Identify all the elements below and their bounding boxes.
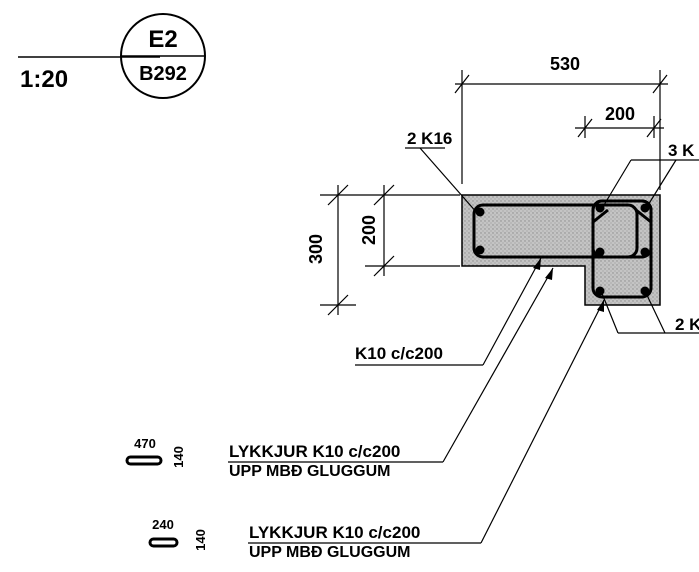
callout-top-left xyxy=(405,147,479,215)
concrete-section xyxy=(461,194,661,306)
dimension-total-height xyxy=(320,184,460,316)
callout-top-left-label: 2 K16 xyxy=(407,129,452,148)
title-block: 1:20 E2 B292 xyxy=(18,13,206,99)
sheet-id: B292 xyxy=(139,63,187,85)
dimension-total-width-label: 530 xyxy=(550,54,580,74)
rebar-dot xyxy=(595,203,605,213)
bar-shape xyxy=(125,455,163,466)
stirrups xyxy=(472,199,653,299)
callout-stirrup xyxy=(355,257,542,366)
stirrup-left xyxy=(472,203,639,259)
rebar-dot xyxy=(595,247,605,257)
dimension-top-height xyxy=(365,184,460,277)
rebar-dot xyxy=(595,286,605,296)
dimension-total-width xyxy=(454,70,668,190)
arrowhead xyxy=(533,258,541,270)
bar-shape xyxy=(148,537,179,548)
bending-item-2: 240 140 LYKKJUR K10 c/c200 UPP MBÐ GLUGG… xyxy=(148,517,420,561)
dimension-right-width-label: 200 xyxy=(605,104,635,124)
schedule-leaders xyxy=(228,267,605,544)
callout-bottom-right xyxy=(600,290,699,334)
dimension-right-width xyxy=(575,116,664,138)
bar-description-line1: LYKKJUR K10 c/c200 xyxy=(249,523,420,542)
callout-bottom-right-label: 2 K xyxy=(675,315,699,334)
rebar-dots xyxy=(475,203,650,296)
drawing-scale: 1:20 xyxy=(20,66,68,93)
dimension-total-height-label: 300 xyxy=(306,234,326,264)
stirrup-hook xyxy=(635,208,652,224)
callout-top-right xyxy=(600,159,699,211)
arrowhead xyxy=(597,300,604,312)
rebar-dot xyxy=(640,247,650,257)
bending-item-1: 470 140 LYKKJUR K10 c/c200 UPP MBÐ GLUGG… xyxy=(125,436,400,480)
rebar-dot xyxy=(475,207,485,217)
bar-height: 140 xyxy=(193,529,208,551)
arrowhead xyxy=(545,268,553,280)
bar-description-line2: UPP MBÐ GLUGGUM xyxy=(249,544,410,561)
bar-height: 140 xyxy=(171,446,186,468)
bar-length: 240 xyxy=(152,517,174,532)
bar-description-line1: LYKKJUR K10 c/c200 xyxy=(229,442,400,461)
stirrup-hook xyxy=(592,208,609,224)
callout-stirrup-label: K10 c/c200 xyxy=(355,344,443,363)
callout-top-right-label: 3 K xyxy=(668,141,695,160)
rebar-dot xyxy=(475,245,485,255)
stirrup-right-top xyxy=(591,199,653,259)
bar-length: 470 xyxy=(134,436,156,451)
bar-description-line2: UPP MBÐ GLUGGUM xyxy=(229,463,390,480)
section-id: E2 xyxy=(148,26,177,53)
dimension-top-height-label: 200 xyxy=(359,215,379,245)
